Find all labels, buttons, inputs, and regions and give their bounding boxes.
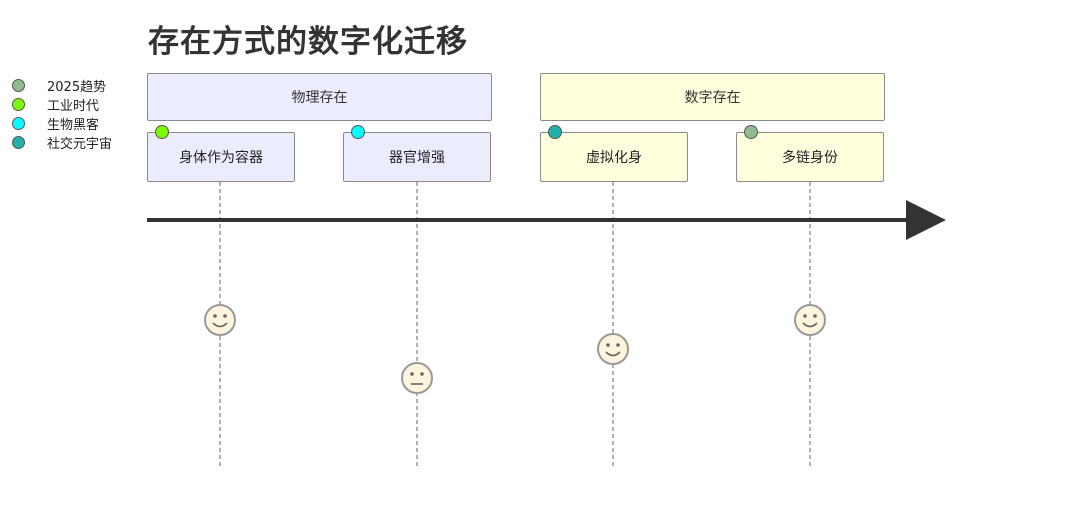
legend: 2025趋势 工业时代 生物黑客 社交元宇宙 <box>12 76 112 152</box>
legend-label: 工业时代 <box>47 99 100 114</box>
actor-dot-icon <box>744 125 758 139</box>
task-body-container: 身体作为容器 <box>147 125 295 182</box>
neutral-face-icon <box>401 362 433 394</box>
section-physical: 物理存在 <box>147 73 492 121</box>
task-label: 器官增强 <box>389 150 445 166</box>
task-virtual-avatar: 虚拟化身 <box>540 125 688 182</box>
legend-dot-icon <box>12 136 25 149</box>
actor-dot-icon <box>351 125 365 139</box>
legend-label: 生物黑客 <box>47 118 100 133</box>
smiley-face-icon <box>204 304 236 336</box>
legend-label: 社交元宇宙 <box>47 137 113 152</box>
section-label: 物理存在 <box>291 90 348 106</box>
legend-item-2025: 2025趋势 <box>12 76 112 95</box>
task-label: 身体作为容器 <box>179 150 263 166</box>
actor-dot-icon <box>548 125 562 139</box>
diagram-title: 存在方式的数字化迁移 <box>148 24 468 60</box>
task-label: 虚拟化身 <box>586 150 642 166</box>
legend-dot-icon <box>12 98 25 111</box>
section-label: 数字存在 <box>684 90 741 106</box>
section-digital: 数字存在 <box>540 73 885 121</box>
legend-item-industrial: 工业时代 <box>12 95 112 114</box>
smiley-face-icon <box>597 333 629 365</box>
legend-label: 2025趋势 <box>47 80 107 95</box>
faces-group <box>204 304 826 394</box>
legend-item-biohacker: 生物黑客 <box>12 114 112 133</box>
task-multichain-identity: 多链身份 <box>736 125 884 182</box>
actor-dot-icon <box>155 125 169 139</box>
task-organ-enhancement: 器官增强 <box>343 125 491 182</box>
task-label: 多链身份 <box>782 150 838 166</box>
legend-item-metaverse: 社交元宇宙 <box>12 133 112 152</box>
legend-dot-icon <box>12 117 25 130</box>
legend-dot-icon <box>12 79 25 92</box>
smiley-face-icon <box>794 304 826 336</box>
